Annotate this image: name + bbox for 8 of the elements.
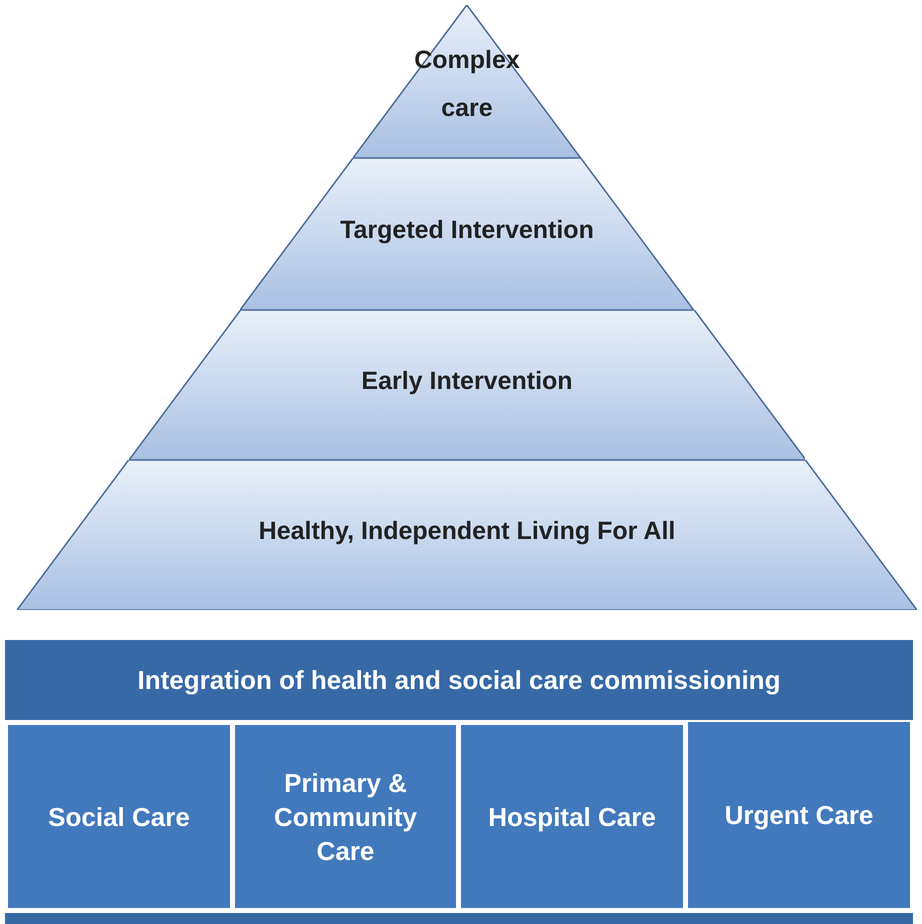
category-panel: Social Care [8,725,230,908]
category-panel: Urgent Care [688,722,910,908]
tier-label: Targeted Intervention [339,215,595,246]
tier-label: Early Intervention [360,366,574,397]
category-panel: Primary & Community Care [235,725,456,908]
header-band: Integration of health and social care commissioning [5,640,913,720]
tier-label: Healthy, Independent Living For All [258,516,676,547]
category-panel: Hospital Care [461,725,683,908]
